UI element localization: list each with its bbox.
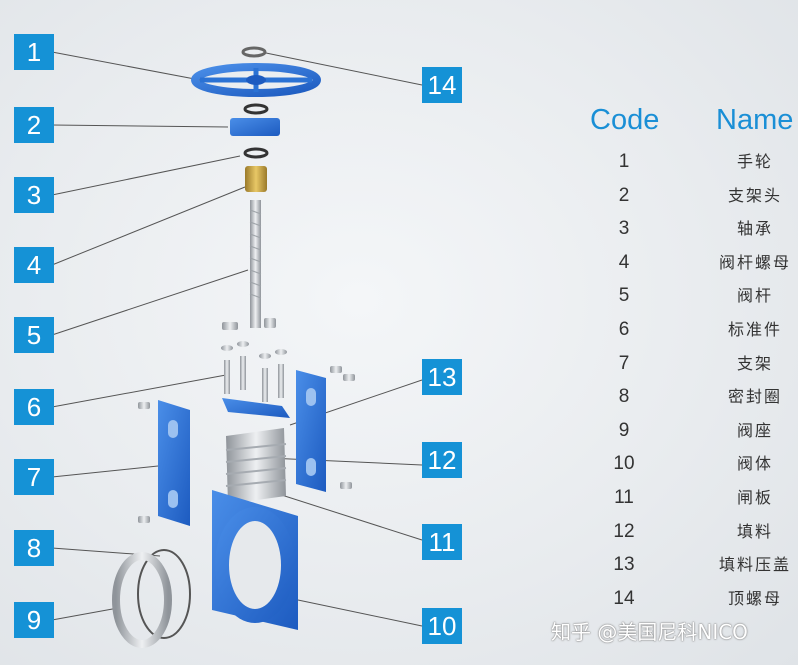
callout-8: 8 <box>14 530 54 566</box>
part-name: 填料 <box>736 522 773 541</box>
bracket <box>158 370 326 526</box>
seal-ring <box>137 549 191 639</box>
table-row: 2 支架头 <box>590 179 798 212</box>
callout-1: 1 <box>14 34 54 70</box>
table-row: 5 阀杆 <box>590 279 798 312</box>
table-row: 6 标准件 <box>590 313 798 346</box>
valve-body <box>212 490 298 630</box>
part-name: 填料压盖 <box>718 555 791 574</box>
bearing <box>243 147 269 159</box>
table-row: 8 密封圈 <box>590 380 798 413</box>
part-name: 轴承 <box>736 219 773 238</box>
part-code: 5 <box>618 285 630 306</box>
part-name: 阀体 <box>736 454 773 473</box>
callout-2: 2 <box>14 107 54 143</box>
bracket-head <box>230 118 280 136</box>
part-code: 4 <box>618 252 630 273</box>
part-code: 13 <box>613 554 635 575</box>
part-name: 支架头 <box>727 186 782 205</box>
part-name: 闸板 <box>736 488 773 507</box>
part-code: 9 <box>618 420 630 441</box>
callout-4: 4 <box>14 247 54 283</box>
table-row: 14 顶螺母 <box>590 582 798 615</box>
part-name: 阀座 <box>736 421 773 440</box>
part-code: 7 <box>618 353 630 374</box>
standard-fasteners <box>138 318 355 523</box>
callout-12: 12 <box>422 442 462 478</box>
part-code: 10 <box>613 453 635 474</box>
part-code: 2 <box>618 185 630 206</box>
callout-11: 11 <box>422 524 462 560</box>
table-row: 13 填料压盖 <box>590 548 798 581</box>
table-row: 3 轴承 <box>590 212 798 245</box>
table-row: 11 闸板 <box>590 481 798 514</box>
table-row: 7 支架 <box>590 347 798 380</box>
part-name: 手轮 <box>736 152 773 171</box>
part-name: 标准件 <box>727 320 782 339</box>
callout-13: 13 <box>422 359 462 395</box>
part-name: 支架 <box>736 354 773 373</box>
table-row: 4 阀杆螺母 <box>590 246 798 279</box>
top-nut <box>241 46 267 58</box>
gate-plate <box>225 428 287 504</box>
name-header: Name <box>716 104 794 136</box>
part-name: 阀杆 <box>736 286 773 305</box>
callout-5: 5 <box>14 317 54 353</box>
code-header: Code <box>590 104 660 136</box>
stem-nut <box>245 166 267 192</box>
callout-14: 14 <box>422 67 462 103</box>
watermark: 知乎 @美国尼科NICO <box>551 620 748 644</box>
table-row: 12 填料 <box>590 515 798 548</box>
handwheel <box>191 63 321 97</box>
valve-stem <box>250 200 261 328</box>
callout-3: 3 <box>14 177 54 213</box>
part-code: 3 <box>618 218 630 239</box>
callout-10: 10 <box>422 608 462 644</box>
valve-seat <box>112 552 172 648</box>
part-code: 14 <box>613 588 635 609</box>
part-code: 12 <box>613 521 635 542</box>
table-row: 10 阀体 <box>590 447 798 480</box>
part-name: 顶螺母 <box>727 589 782 608</box>
part-name: 阀杆螺母 <box>718 253 791 272</box>
callout-7: 7 <box>14 459 54 495</box>
callout-6: 6 <box>14 389 54 425</box>
table-row: 9 阀座 <box>590 414 798 447</box>
part-code: 11 <box>614 487 634 508</box>
callout-9: 9 <box>14 602 54 638</box>
part-code: 1 <box>618 151 630 172</box>
washer <box>243 103 269 115</box>
table-row: 1 手轮 <box>590 145 798 178</box>
packing-gland <box>222 398 290 418</box>
part-code: 8 <box>618 386 630 407</box>
part-code: 6 <box>618 319 630 340</box>
part-name: 密封圈 <box>727 387 782 406</box>
